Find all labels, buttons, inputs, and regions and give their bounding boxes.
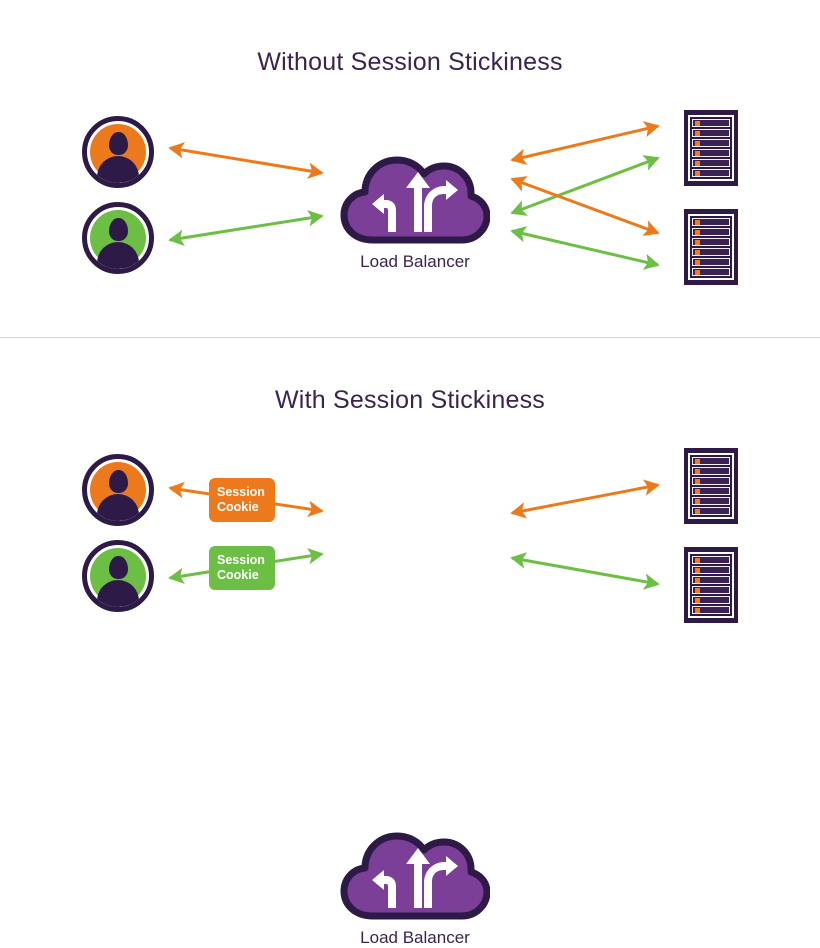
rack-slot bbox=[692, 169, 730, 177]
rack-slot bbox=[692, 139, 730, 147]
rack-slot bbox=[692, 576, 730, 584]
status-led bbox=[695, 587, 700, 593]
status-led bbox=[695, 259, 700, 265]
rack-slot bbox=[692, 596, 730, 604]
user-avatar-green-top bbox=[82, 202, 154, 274]
arrow-user-green-to-lb bbox=[168, 210, 324, 246]
rack-slot bbox=[692, 566, 730, 574]
status-led bbox=[695, 120, 700, 126]
user-avatar-orange-bottom bbox=[82, 454, 154, 526]
rack-slot bbox=[692, 238, 730, 246]
arrow-user-orange-to-lb bbox=[168, 142, 324, 179]
avatar-head bbox=[108, 470, 128, 493]
status-led bbox=[695, 577, 700, 583]
rack-inner bbox=[688, 115, 734, 181]
panel-with-session-stickiness: With Session Stickiness Session Cookie S… bbox=[0, 338, 820, 947]
status-led bbox=[695, 557, 700, 563]
status-led bbox=[695, 130, 700, 136]
user-avatar-orange-top bbox=[82, 116, 154, 188]
avatar-body bbox=[97, 242, 139, 269]
panel-divider bbox=[0, 337, 820, 338]
status-led bbox=[695, 140, 700, 146]
rack-slot bbox=[692, 487, 730, 495]
status-led bbox=[695, 229, 700, 235]
rack-slot bbox=[692, 268, 730, 276]
status-led bbox=[695, 458, 700, 464]
rack-slot bbox=[692, 228, 730, 236]
rack-slot bbox=[692, 129, 730, 137]
panel-without-session-stickiness: Without Session Stickiness Load Balancer bbox=[0, 0, 820, 338]
status-led bbox=[695, 219, 700, 225]
rack-inner bbox=[688, 214, 734, 280]
rack-slot bbox=[692, 149, 730, 157]
server-rack-1-bottom bbox=[684, 448, 738, 524]
rack-slot bbox=[692, 497, 730, 505]
avatar-head bbox=[108, 218, 128, 241]
cookie-label-line1: Session bbox=[217, 553, 265, 567]
arrow-lb-to-server1-green bbox=[510, 155, 660, 216]
arrow-lb-to-server2-sticky-green bbox=[510, 552, 660, 590]
arrow-lb-to-server1-orange bbox=[510, 121, 660, 165]
cloud-icon bbox=[340, 832, 491, 920]
rack-inner bbox=[688, 453, 734, 519]
avatar-head bbox=[108, 132, 128, 155]
server-rack-2-bottom bbox=[684, 547, 738, 623]
rack-slot bbox=[692, 119, 730, 127]
load-balancer-cloud-top: Load Balancer bbox=[340, 148, 491, 271]
rack-slot bbox=[692, 606, 730, 614]
session-cookie-badge-orange: Session Cookie bbox=[209, 478, 275, 522]
load-balancer-label-top: Load Balancer bbox=[360, 252, 470, 271]
status-led bbox=[695, 170, 700, 176]
avatar-body bbox=[97, 494, 139, 521]
load-balancer-label-bottom: Load Balancer bbox=[360, 928, 470, 947]
status-led bbox=[695, 478, 700, 484]
page-title-without: Without Session Stickiness bbox=[257, 48, 563, 76]
load-balancer-cloud-bottom: Load Balancer bbox=[340, 824, 491, 947]
avatar-body bbox=[97, 580, 139, 607]
cookie-label-line2: Cookie bbox=[217, 568, 259, 582]
status-led bbox=[695, 468, 700, 474]
three-branching-arrows-icon bbox=[372, 172, 458, 232]
arrow-lb-to-server2-green bbox=[510, 226, 660, 270]
status-led bbox=[695, 498, 700, 504]
rack-slot bbox=[692, 477, 730, 485]
status-led bbox=[695, 567, 700, 573]
rack-slot bbox=[692, 467, 730, 475]
server-rack-1-top bbox=[684, 110, 738, 186]
status-led bbox=[695, 597, 700, 603]
page-title-with: With Session Stickiness bbox=[275, 386, 545, 414]
arrow-lb-to-server1-sticky-orange bbox=[510, 479, 660, 519]
cookie-label-line2: Cookie bbox=[217, 500, 259, 514]
user-avatar-green-bottom bbox=[82, 540, 154, 612]
status-led bbox=[695, 150, 700, 156]
rack-slot bbox=[692, 586, 730, 594]
rack-slot bbox=[692, 159, 730, 167]
server-rack-2-top bbox=[684, 209, 738, 285]
status-led bbox=[695, 269, 700, 275]
status-led bbox=[695, 607, 700, 613]
arrow-lb-to-server2-orange bbox=[510, 176, 660, 236]
cookie-label-line1: Session bbox=[217, 485, 265, 499]
avatar-body bbox=[97, 156, 139, 183]
status-led bbox=[695, 508, 700, 514]
rack-slot bbox=[692, 258, 730, 266]
status-led bbox=[695, 488, 700, 494]
session-cookie-badge-green: Session Cookie bbox=[209, 546, 275, 590]
status-led bbox=[695, 249, 700, 255]
status-led bbox=[695, 239, 700, 245]
rack-slot bbox=[692, 507, 730, 515]
rack-slot bbox=[692, 218, 730, 226]
rack-slot bbox=[692, 556, 730, 564]
rack-slot bbox=[692, 248, 730, 256]
rack-slot bbox=[692, 457, 730, 465]
status-led bbox=[695, 160, 700, 166]
avatar-head bbox=[108, 556, 128, 579]
rack-inner bbox=[688, 552, 734, 618]
cloud-icon bbox=[340, 156, 491, 244]
